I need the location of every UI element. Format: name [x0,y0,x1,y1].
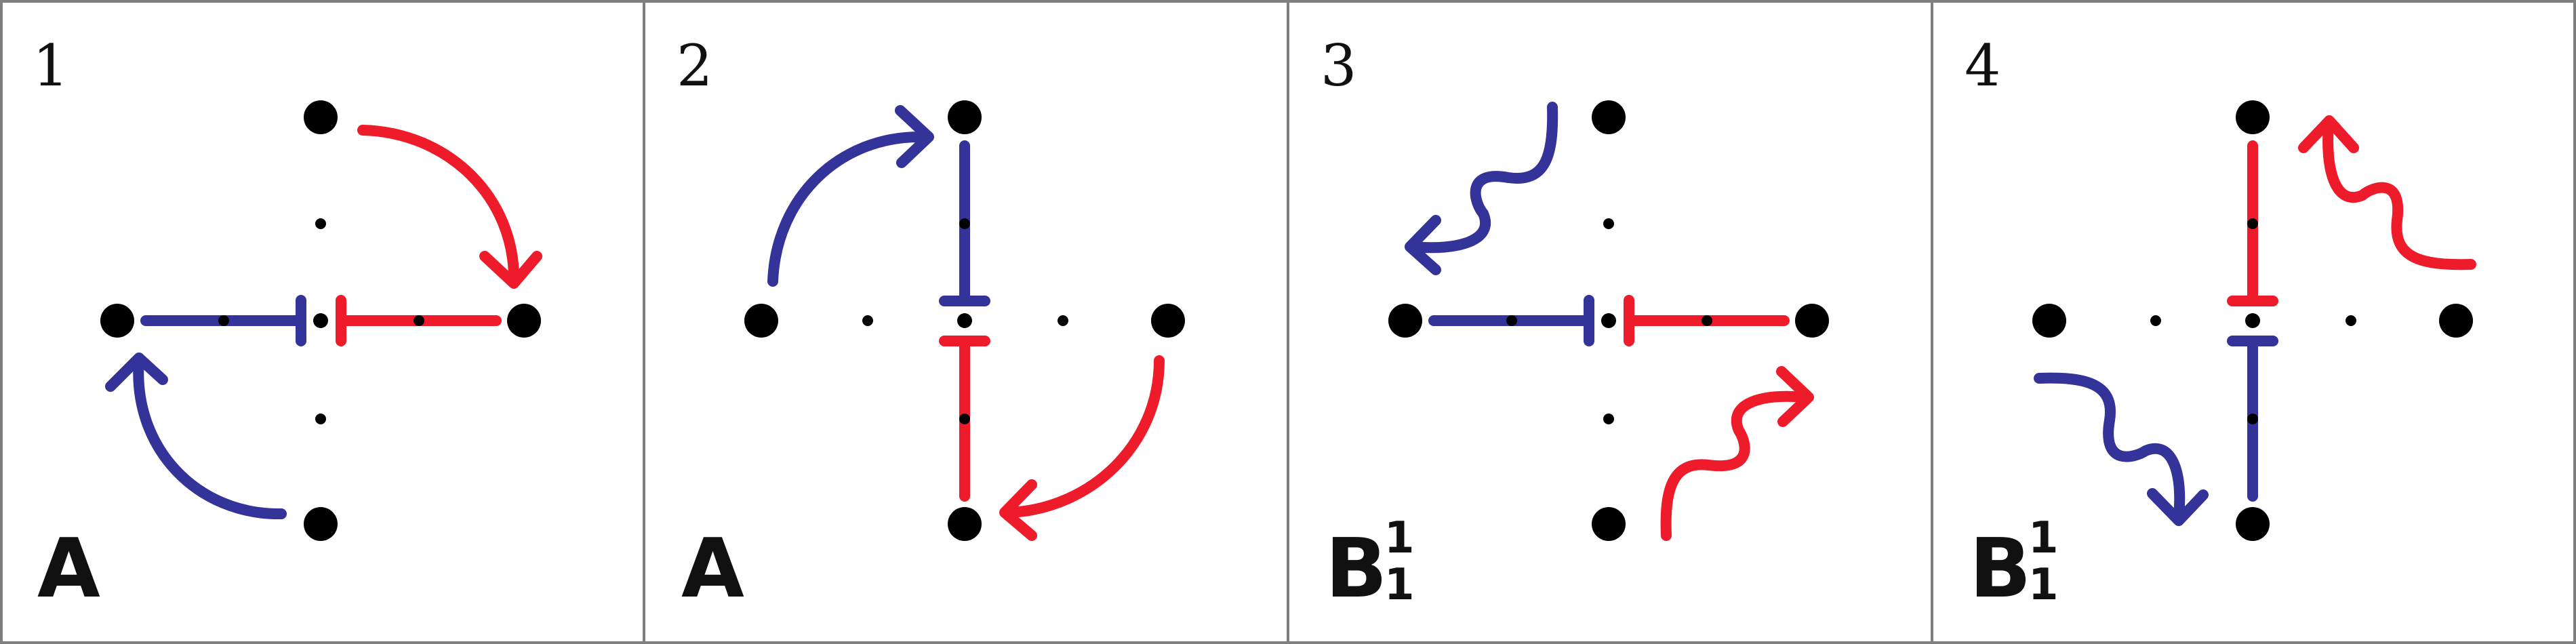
small-dot [2247,414,2258,424]
center-dot [313,313,328,328]
panel-number: 3 [1321,33,1356,99]
blue-wavy-arrow [2034,372,2186,521]
red-curved-arrow [1005,355,1165,518]
blue-arrowhead [2147,488,2209,526]
vertex-dot [1592,507,1626,541]
panel-label: B [1969,522,2031,616]
red-arrowhead [1776,366,1814,427]
blue-arrowhead [895,105,934,168]
label-subscript: 1 [1384,560,1415,610]
panel-number: 1 [33,33,68,99]
panel-1: 1 A [33,33,542,616]
label-superscript: 1 [2028,513,2059,563]
vertex-dot [2236,507,2270,541]
panel-label: A [681,522,744,616]
small-dot [1506,315,1517,326]
small-dot [2150,315,2161,326]
vertex-dot [948,507,982,541]
vertex-dot [948,100,982,134]
center-dot [2245,313,2260,328]
vertex-dot [1795,304,1829,338]
small-dot [315,218,326,229]
panel-number: 4 [1965,33,2000,99]
vertex-dot [1592,100,1626,134]
panel-number: 2 [677,33,712,99]
small-dot [2247,218,2258,229]
red-wavy-arrow [1660,390,1809,541]
label-superscript: 1 [1384,513,1415,563]
blue-curved-arrow [133,355,287,520]
vertex-dot [744,304,778,338]
red-wavy-arrow [2322,120,2476,270]
vertex-dot [2236,100,2270,134]
blue-curved-arrow [767,131,927,287]
center-dot [957,313,972,328]
red-arrowhead [2298,115,2359,153]
panel-4: 4 B 1 1 [1965,33,2476,616]
red-curved-arrow [357,125,520,287]
small-dot [862,315,873,326]
small-dot [959,218,970,229]
small-dot [315,414,326,424]
red-arrowhead [479,251,542,289]
panel-3: 3 B 1 1 [1321,33,1829,616]
small-dot [1058,315,1068,326]
panel-2: 2 A [677,33,1185,616]
panel-label: B [1325,522,1387,616]
vertex-dot [2032,304,2066,338]
blue-arrowhead [105,353,168,392]
vertex-dot [1388,304,1422,338]
vertex-dot [1151,304,1185,338]
small-dot [218,315,229,326]
small-dot [1603,218,1614,229]
blue-wavy-arrow [1408,102,1558,254]
small-dot [2346,315,2356,326]
vertex-dot [304,100,338,134]
vertex-dot [304,507,338,541]
small-dot [959,414,970,424]
red-arrowhead [999,479,1037,541]
small-dot [414,315,424,326]
panel-label: A [37,522,100,616]
vertex-dot [100,304,134,338]
label-subscript: 1 [2028,560,2059,610]
center-dot [1601,313,1616,328]
small-dot [1702,315,1712,326]
small-dot [1603,414,1614,424]
blue-arrowhead [1405,215,1441,275]
vertex-dot [2439,304,2473,338]
vertex-dot [507,304,541,338]
